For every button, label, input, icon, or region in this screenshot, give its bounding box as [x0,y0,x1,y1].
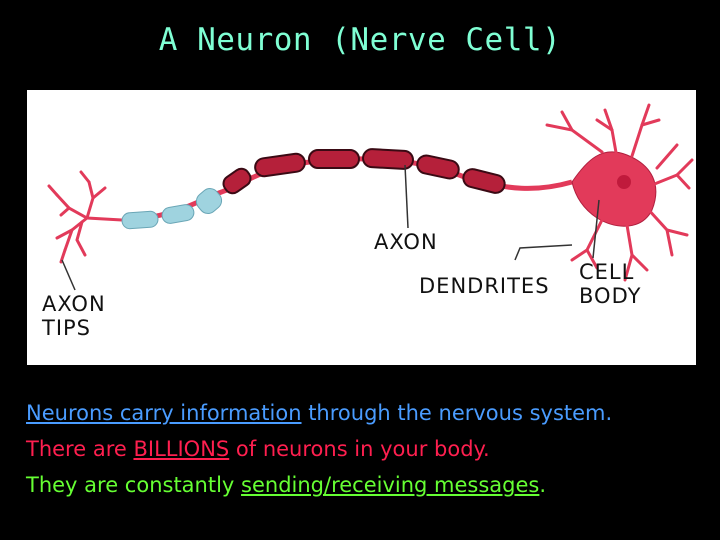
caption-line-3-start: They are constantly [26,473,242,497]
axon-tips-label-line1: AXON [42,292,106,316]
axon-label: AXON [374,230,438,254]
myelin-dark [222,148,506,195]
caption-line-3-rest: . [539,473,547,497]
myelin-light [121,188,223,230]
page-title: A Neuron (Nerve Cell) [158,22,562,58]
caption-line-3-underlined: sending/receiving messages [241,473,540,497]
axon-tips-label: AXON TIPS [42,292,106,340]
axon-tips-label-line2: TIPS [42,316,92,340]
neuron-drawing [47,103,694,291]
neuron-illustration: AXON AXON TIPS DENDRITES CELL BODY [27,90,696,365]
dendrites-shape [545,103,694,282]
caption-line-1-rest: through the nervous system. [301,401,613,425]
label-pointers [61,164,600,291]
caption-line-3: They are constantly sending/receiving me… [26,467,716,503]
caption-line-2-start: There are [26,437,134,461]
caption-line-1-underlined: Neurons carry information [26,401,302,425]
caption-line-1: Neurons carry information through the ne… [26,395,716,431]
caption-line-2-rest: of neurons in your body. [229,437,490,461]
cell-body-label-line1: CELL [579,260,635,284]
dendrites-label: DENDRITES [419,274,550,298]
axon-tips-shape [47,170,124,264]
cell-body-label: CELL BODY [579,260,641,308]
cell-body-label-line2: BODY [579,284,642,308]
caption-line-2: There are BILLIONS of neurons in your bo… [26,431,716,467]
caption-line-2-underlined: BILLIONS [133,437,230,461]
nucleus-shape [617,175,631,189]
cell-body-shape [571,151,657,227]
caption-text: Neurons carry information through the ne… [26,395,716,503]
